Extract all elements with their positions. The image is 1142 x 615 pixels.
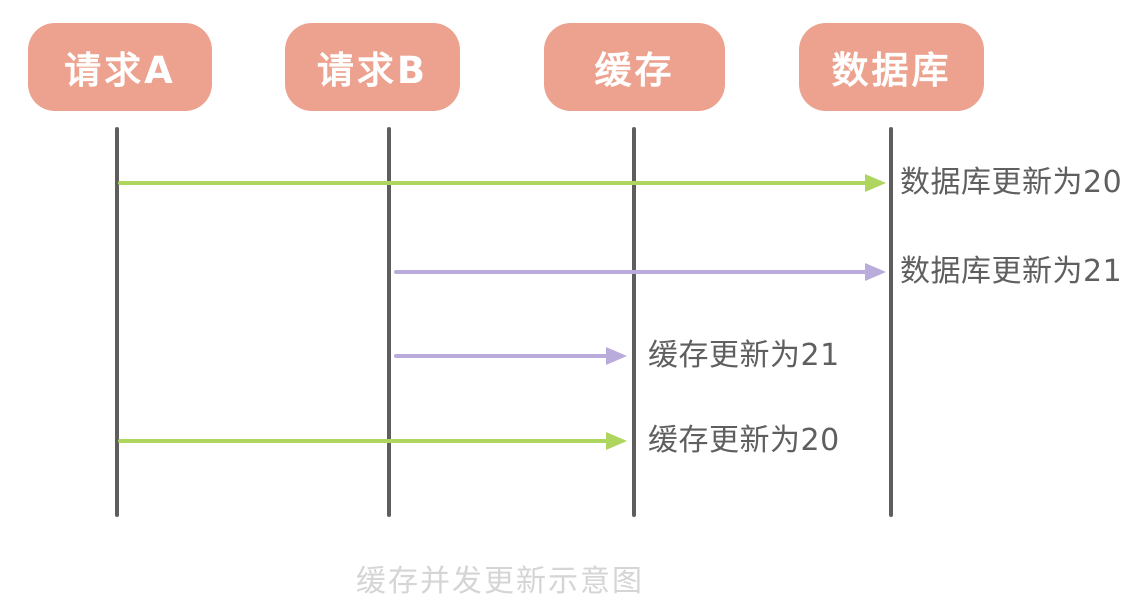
message-label: 缓存更新为21 [648, 338, 840, 373]
diagram-caption: 缓存并发更新示意图 [356, 564, 644, 599]
message-arrow-request-b-to-database [394, 263, 886, 281]
actor-box-request-b: 请求B [285, 23, 460, 111]
lifeline-cache [632, 127, 636, 517]
actor-label: 数据库 [831, 49, 952, 92]
arrow-shaft [118, 181, 872, 185]
message-label: 数据库更新为20 [900, 165, 1123, 200]
message-arrow-request-b-to-cache [394, 347, 627, 365]
lifeline-request-b [387, 127, 391, 517]
arrowhead-right-icon [865, 174, 886, 192]
lifeline-database [889, 127, 893, 517]
arrowhead-right-icon [606, 347, 627, 365]
arrowhead-right-icon [606, 432, 627, 450]
actor-box-request-a: 请求A [28, 23, 212, 111]
message-arrow-request-a-to-database [118, 174, 886, 192]
actor-box-database: 数据库 [799, 23, 984, 111]
message-label: 缓存更新为20 [648, 423, 840, 458]
actor-box-cache: 缓存 [544, 23, 725, 111]
arrow-shaft [394, 354, 613, 358]
message-label: 数据库更新为21 [900, 254, 1123, 289]
actor-label: 缓存 [594, 49, 675, 92]
arrow-shaft [118, 439, 613, 443]
actor-label: 请求B [316, 49, 429, 92]
lifeline-request-a [115, 127, 119, 517]
arrowhead-right-icon [865, 263, 886, 281]
message-arrow-request-a-to-cache [118, 432, 627, 450]
actor-label: 请求A [64, 49, 176, 92]
arrow-shaft [394, 270, 872, 274]
